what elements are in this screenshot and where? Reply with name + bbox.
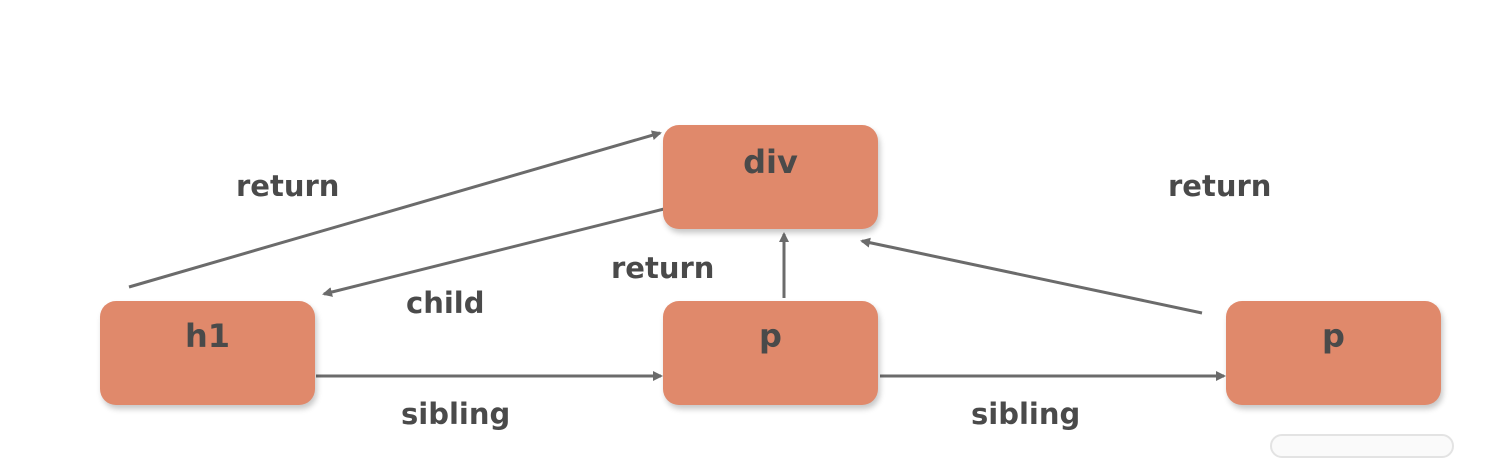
- edge-label-return-p1: return: [611, 251, 715, 285]
- edge-label-return-h1: return: [236, 169, 340, 203]
- edge-label-sibling-second: sibling: [971, 397, 1081, 431]
- node-div-label: div: [743, 143, 798, 181]
- edge-label-return-p2: return: [1168, 169, 1272, 203]
- node-p-first: p: [663, 301, 878, 405]
- edge-div-child-h1: [322, 205, 673, 297]
- edge-h1-return-div: [128, 130, 662, 289]
- node-p-second-label: p: [1322, 317, 1345, 355]
- partial-frame: [1270, 434, 1454, 458]
- node-div: div: [663, 125, 878, 229]
- node-p-second: p: [1226, 301, 1441, 405]
- edges-canvas: [128, 130, 1226, 381]
- edge-p2-return-div: [860, 237, 1203, 315]
- edge-label-child: child: [406, 286, 485, 320]
- edge-label-sibling-first: sibling: [401, 397, 511, 431]
- node-h1: h1: [100, 301, 315, 405]
- node-p-first-label: p: [759, 317, 782, 355]
- node-h1-label: h1: [184, 317, 231, 355]
